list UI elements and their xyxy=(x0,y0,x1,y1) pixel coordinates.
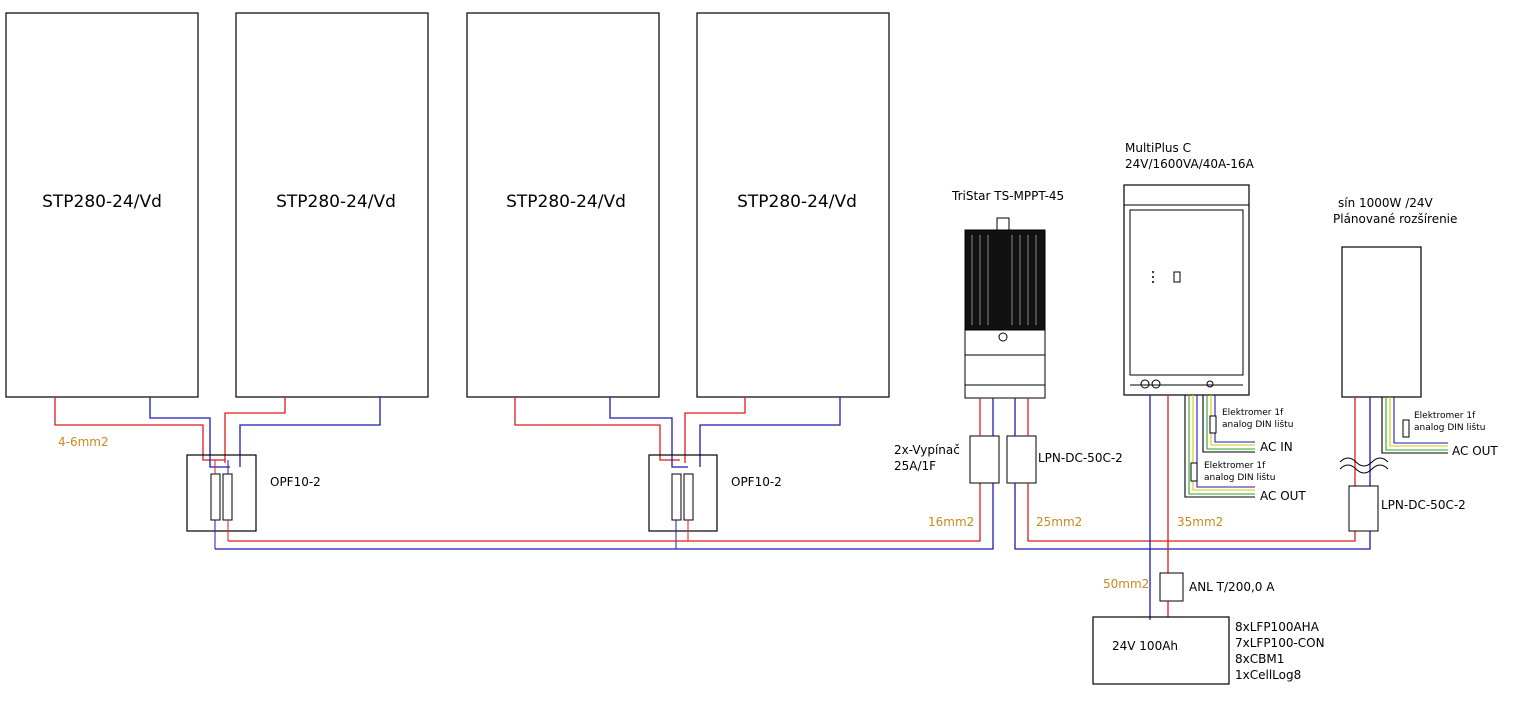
mppt-controller xyxy=(964,217,1046,399)
combiner-box-2 xyxy=(648,454,718,549)
dc-breaker-1 xyxy=(1006,398,1371,550)
combiner-label-2: OPF10-2 xyxy=(731,475,782,489)
solar-panel-3: STP280-24/Vd xyxy=(466,12,660,398)
wire-label-35: 35mm2 xyxy=(1177,515,1223,529)
inverter-dc-wires xyxy=(1149,395,1169,620)
inverter-multiplus xyxy=(1123,184,1250,396)
sine-title-line2: Plánované rozšírenie xyxy=(1333,212,1457,226)
dc-breaker-2-label: LPN-DC-50C-2 xyxy=(1381,498,1466,512)
meter-in: Elektromer 1f analog DIN lištu AC IN xyxy=(1209,408,1293,454)
anl-fuse xyxy=(1159,572,1184,602)
dc-breaker-2 xyxy=(1348,485,1379,532)
breaker-label-line1: 2x-Vypínač xyxy=(894,443,960,457)
breaker-label-line2: 25A/1F xyxy=(894,459,936,473)
battery-part-3: 8xCBM1 xyxy=(1235,652,1284,666)
solar-panel-2: STP280-24/Vd xyxy=(235,12,429,398)
dc-breaker-1-label: LPN-DC-50C-2 xyxy=(1038,451,1123,465)
meter-out: Elektromer 1f analog DIN lištu AC OUT xyxy=(1190,461,1306,503)
panel-label-2: STP280-24/Vd xyxy=(276,192,396,212)
battery-label: 24V 100Ah xyxy=(1112,639,1178,653)
panel-label-4: STP280-24/Vd xyxy=(737,192,857,212)
meter-out-line1: Elektromer 1f xyxy=(1204,461,1266,471)
meter-out-line2: analog DIN lištu xyxy=(1204,472,1275,483)
inverter-title-line2: 24V/1600VA/40A-16A xyxy=(1125,157,1255,171)
inverter-title-line1: MultiPlus C xyxy=(1125,141,1191,155)
pv-breaker xyxy=(969,398,1000,484)
meter-sine: Elektromer 1f analog DIN lištu AC OUT xyxy=(1402,411,1498,458)
wire-label-16: 16mm2 xyxy=(928,515,974,529)
pv-main-bus xyxy=(215,483,994,550)
panel-wires-group-2 xyxy=(514,397,841,468)
fuse-label: ANL T/200,0 A xyxy=(1189,580,1275,594)
sine-title-line1: sín 1000W /24V xyxy=(1338,196,1434,210)
solar-panel-1: STP280-24/Vd xyxy=(5,12,199,398)
inverter-ac-wires xyxy=(1184,395,1255,498)
meter-in-line2: analog DIN lištu xyxy=(1222,419,1293,430)
wire-label-panel: 4-6mm2 xyxy=(58,435,109,449)
combiner-box-1 xyxy=(186,454,257,549)
controller-title: TriStar TS-MPPT-45 xyxy=(951,189,1064,203)
meter-in-line1: Elektromer 1f xyxy=(1222,408,1284,418)
battery-part-2: 7xLFP100-CON xyxy=(1235,636,1325,650)
battery-part-1: 8xLFP100AHA xyxy=(1235,620,1320,634)
panel-label-3: STP280-24/Vd xyxy=(506,192,626,212)
solar-panel-4: STP280-24/Vd xyxy=(696,12,890,398)
meter-sine-ac: AC OUT xyxy=(1452,444,1498,458)
panel-wires-group-1 xyxy=(54,397,381,468)
battery: 24V 100Ah xyxy=(1092,616,1230,685)
meter-in-ac: AC IN xyxy=(1260,440,1293,454)
meter-out-ac: AC OUT xyxy=(1260,489,1306,503)
wire-label-50: 50mm2 xyxy=(1103,577,1149,591)
panel-label-1: STP280-24/Vd xyxy=(42,192,162,212)
meter-sine-line2: analog DIN lištu xyxy=(1414,422,1485,433)
wire-label-25: 25mm2 xyxy=(1036,515,1082,529)
sine-ac-wires xyxy=(1381,397,1448,454)
combiner-label-1: OPF10-2 xyxy=(270,475,321,489)
meter-sine-line1: Elektromer 1f xyxy=(1414,411,1476,421)
battery-part-4: 1xCellLog8 xyxy=(1235,668,1301,682)
